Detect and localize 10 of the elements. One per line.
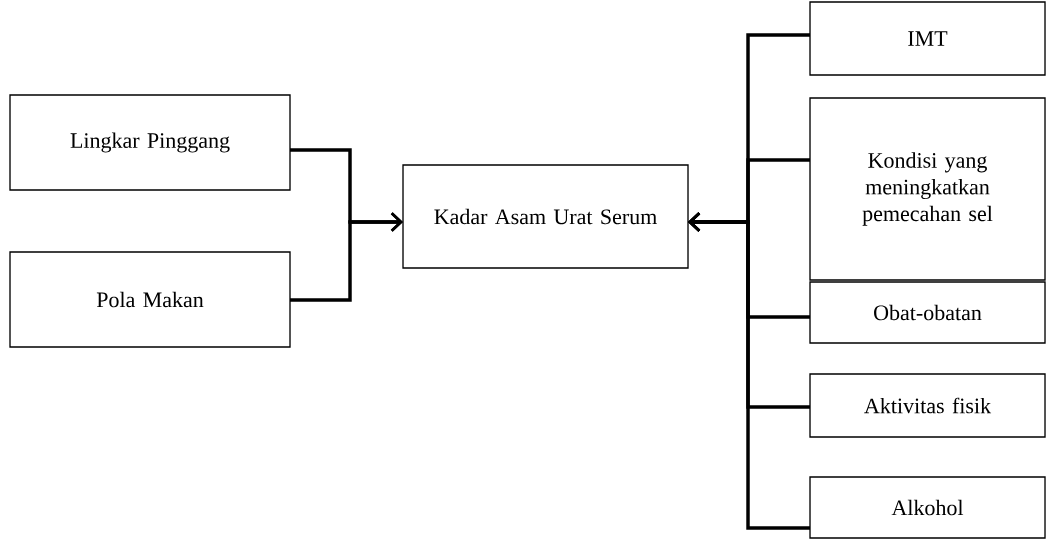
text-box: Obat-obatan xyxy=(809,281,1046,344)
text-box: IMT xyxy=(809,1,1046,76)
text-box: Lingkar Pinggang xyxy=(9,94,291,191)
text-box: Alkohol xyxy=(809,476,1046,539)
text-box: Pola Makan xyxy=(9,251,291,348)
text-box: Aktivitas fisik xyxy=(809,373,1046,438)
text-box: Kondisi yang meningkatkan pemecahan sel xyxy=(809,97,1046,281)
arrow xyxy=(688,212,810,530)
text-box: Kadar Asam Urat Serum xyxy=(402,164,689,269)
arrow xyxy=(290,212,403,302)
